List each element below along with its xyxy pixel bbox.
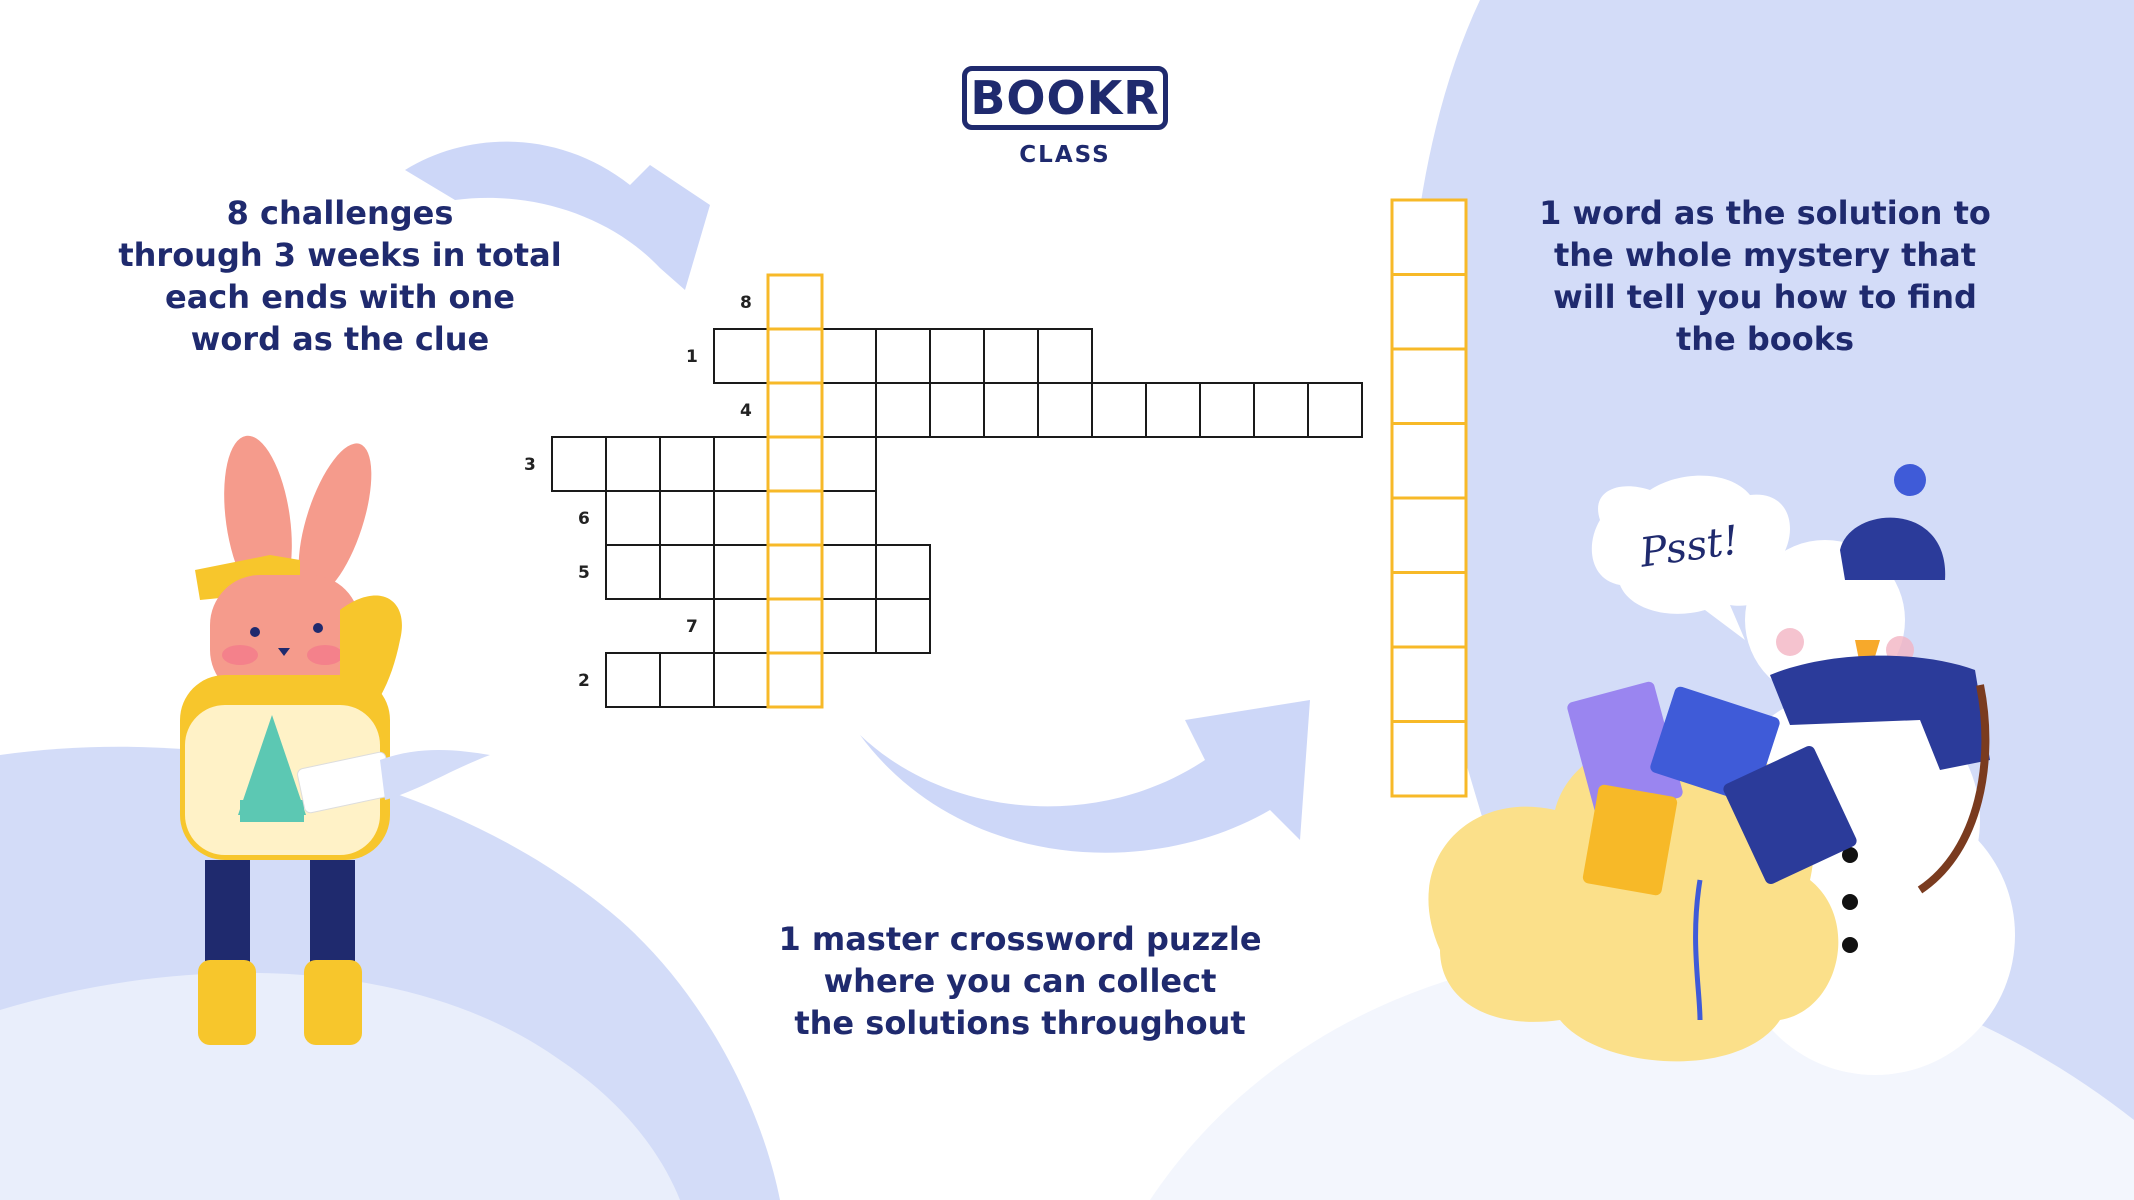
bookr-logo-text: BOOKR	[970, 71, 1160, 125]
crossword-cell[interactable]	[1091, 382, 1147, 438]
crossword-cell[interactable]	[659, 490, 715, 546]
caption-line: the solutions throughout	[794, 1004, 1246, 1042]
crossword-cell[interactable]	[1307, 382, 1363, 438]
crossword-cell[interactable]	[875, 598, 931, 654]
crossword-cell[interactable]	[713, 328, 769, 384]
caption-solution: 1 word as the solution to the whole myst…	[1510, 192, 2020, 360]
caption-master-crossword: 1 master crossword puzzle where you can …	[740, 918, 1300, 1044]
caption-challenges: 8 challenges through 3 weeks in total ea…	[90, 192, 590, 360]
caption-line: the books	[1675, 320, 1855, 358]
crossword-key-cell[interactable]	[766, 651, 824, 709]
crossword-cell[interactable]	[1037, 328, 1093, 384]
solution-cell[interactable]	[1390, 422, 1468, 500]
crossword-cell[interactable]	[929, 382, 985, 438]
crossword-cell[interactable]	[551, 436, 607, 492]
solution-cell[interactable]	[1390, 347, 1468, 425]
clue-number: 7	[686, 617, 698, 637]
arrow-bottom	[860, 700, 1310, 853]
background-hill-left-light	[0, 972, 680, 1200]
clue-number: 8	[740, 293, 752, 313]
crossword-cell[interactable]	[713, 490, 769, 546]
crossword-cell[interactable]	[875, 544, 931, 600]
clue-number: 1	[686, 347, 698, 367]
caption-line: the whole mystery that	[1553, 236, 1977, 274]
crossword-cell[interactable]	[875, 328, 931, 384]
crossword-cell[interactable]	[821, 382, 877, 438]
arrow-top	[405, 141, 710, 290]
clue-number: 5	[578, 563, 590, 583]
caption-line: where you can collect	[823, 962, 1217, 1000]
crossword-cell[interactable]	[1253, 382, 1309, 438]
crossword-cell[interactable]	[659, 436, 715, 492]
crossword-cell[interactable]	[1037, 382, 1093, 438]
crossword-cell[interactable]	[713, 436, 769, 492]
crossword-cell[interactable]	[605, 436, 661, 492]
clue-number: 6	[578, 509, 590, 529]
crossword-cell[interactable]	[929, 328, 985, 384]
crossword-cell[interactable]	[659, 652, 715, 708]
logo-subtitle: CLASS	[1019, 142, 1111, 168]
crossword-key-cell[interactable]	[766, 597, 824, 655]
crossword-cell[interactable]	[659, 544, 715, 600]
crossword-cell[interactable]	[821, 598, 877, 654]
caption-line: each ends with one	[165, 278, 515, 316]
crossword-cell[interactable]	[605, 544, 661, 600]
solution-cell[interactable]	[1390, 273, 1468, 351]
solution-cell[interactable]	[1390, 571, 1468, 649]
crossword-cell[interactable]	[821, 436, 877, 492]
crossword-cell[interactable]	[875, 382, 931, 438]
crossword-cell[interactable]	[983, 328, 1039, 384]
solution-column	[1390, 198, 1468, 798]
solution-cell[interactable]	[1390, 198, 1468, 276]
caption-line: 1 word as the solution to	[1539, 194, 1991, 232]
caption-line: 8 challenges	[226, 194, 454, 232]
crossword-cell[interactable]	[713, 652, 769, 708]
crossword-cell[interactable]	[605, 490, 661, 546]
gift-bag-illustration	[1428, 681, 1857, 1062]
crossword-cell[interactable]	[713, 544, 769, 600]
solution-cell[interactable]	[1390, 496, 1468, 574]
crossword-cell[interactable]	[983, 382, 1039, 438]
crossword-key-cell[interactable]	[766, 273, 824, 331]
crossword-cell[interactable]	[1199, 382, 1255, 438]
clue-number: 2	[578, 671, 590, 691]
caption-line: through 3 weeks in total	[118, 236, 562, 274]
crossword-key-cell[interactable]	[766, 435, 824, 493]
caption-line: will tell you how to find	[1553, 278, 1977, 316]
bookr-logo: BOOKR	[962, 66, 1168, 130]
clue-number: 3	[524, 455, 536, 475]
caption-line: 1 master crossword puzzle	[778, 920, 1262, 958]
solution-cell[interactable]	[1390, 720, 1468, 798]
speech-bubble	[1591, 475, 1790, 640]
rabbit-illustration	[180, 435, 490, 1045]
clue-number: 4	[740, 401, 752, 421]
solution-cell[interactable]	[1390, 645, 1468, 723]
caption-line: word as the clue	[190, 320, 490, 358]
crossword-cell[interactable]	[1145, 382, 1201, 438]
crossword-key-cell[interactable]	[766, 543, 824, 601]
crossword-key-cell[interactable]	[766, 381, 824, 439]
crossword-cell[interactable]	[821, 544, 877, 600]
crossword-cell[interactable]	[821, 490, 877, 546]
crossword-key-cell[interactable]	[766, 327, 824, 385]
crossword-cell[interactable]	[713, 598, 769, 654]
crossword-key-cell[interactable]	[766, 489, 824, 547]
crossword-cell[interactable]	[605, 652, 661, 708]
crossword-cell[interactable]	[821, 328, 877, 384]
